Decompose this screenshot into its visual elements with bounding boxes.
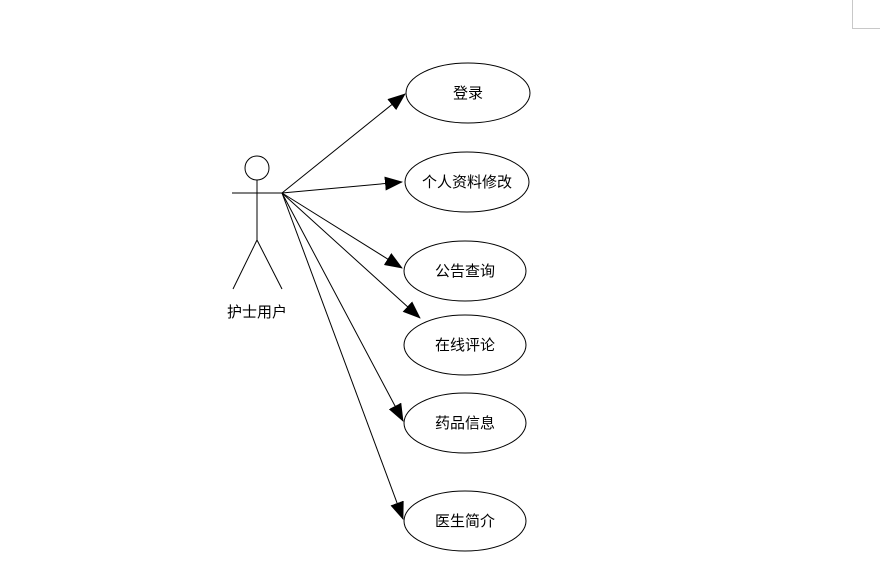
use-case-medicine-info-label: 药品信息 <box>435 414 495 432</box>
association-doctor-intro <box>281 192 404 520</box>
use-case-medicine-info: 药品信息 <box>403 392 527 454</box>
use-case-profile-edit: 个人资料修改 <box>404 151 530 213</box>
association-profile-edit <box>281 176 403 194</box>
use-case-login-ellipse <box>405 62 531 124</box>
use-case-doctor-intro-label: 医生简介 <box>435 512 495 530</box>
actor <box>232 155 283 290</box>
associations <box>281 93 421 520</box>
use-case-doctor-intro-ellipse <box>403 490 527 552</box>
association-medicine-info <box>281 192 404 422</box>
actor-head-icon <box>244 155 270 181</box>
use-case-notice-query: 公告查询 <box>403 240 527 302</box>
association-login <box>281 93 406 194</box>
use-case-medicine-info-ellipse <box>403 392 527 454</box>
use-case-login: 登录 <box>405 62 531 124</box>
association-online-comment <box>281 192 421 319</box>
use-case-profile-edit-label: 个人资料修改 <box>422 173 512 191</box>
use-case-notice-query-ellipse <box>403 240 527 302</box>
use-case-online-comment: 在线评论 <box>403 314 527 376</box>
use-case-doctor-intro: 医生简介 <box>403 490 527 552</box>
use-case-login-label: 登录 <box>453 84 483 102</box>
page-corner-marker <box>852 0 880 29</box>
use-case-notice-query-label: 公告查询 <box>435 262 495 280</box>
association-notice-query <box>281 192 403 269</box>
use-case-online-comment-label: 在线评论 <box>435 336 495 354</box>
actor-right-leg <box>256 239 283 290</box>
actor-left-leg <box>232 239 258 290</box>
actor-label: 护士用户 <box>227 303 287 321</box>
use-case-online-comment-ellipse <box>403 314 527 376</box>
use-case-profile-edit-ellipse <box>404 151 530 213</box>
